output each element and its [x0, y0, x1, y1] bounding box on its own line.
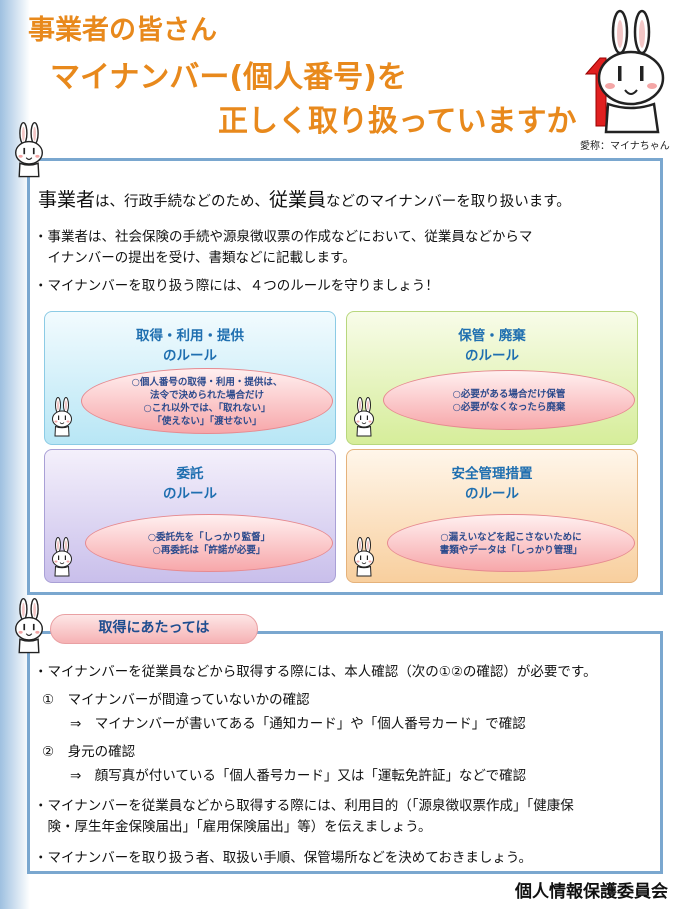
check-item-2: ② 身元の確認 — [42, 744, 136, 760]
mascot-small-icon — [47, 536, 77, 578]
acquisition-bullet-2: ・マイナンバーを従業員などから取得する際には、利用目的（「源泉徴収票作成」「健康… — [34, 798, 574, 835]
mascot-small-icon — [47, 396, 77, 438]
mascot-medium-icon — [8, 122, 50, 178]
rule-bubble: ○委託先を「しっかり監督」○再委託は「許諾が必要」 — [85, 514, 333, 572]
mascot-medium-icon — [8, 598, 50, 654]
acquisition-bullet-3: ・マイナンバーを取り扱う者、取扱い手順、保管場所などを決めておきましょう。 — [34, 850, 533, 866]
acquisition-tab: 取得にあたっては — [50, 614, 258, 644]
rule-card-acquisition: 取得・利用・提供のルール ○個人番号の取得・利用・提供は、法令で決められた場合だ… — [44, 311, 336, 445]
header-title-line1: マイナンバー(個人番号)を — [50, 60, 407, 95]
mascot-small-icon — [349, 536, 379, 578]
rule-bubble: ○必要がある場合だけ保管○必要がなくなったら廃棄 — [383, 370, 635, 430]
header-greeting: 事業者の皆さん — [28, 15, 217, 46]
mascot-small-icon — [349, 396, 379, 438]
intro-section: 事業者は、行政手続などのため、従業員などのマイナンバーを取り扱います。 ・事業者… — [27, 158, 663, 595]
acquisition-section: ・マイナンバーを従業員などから取得する際には、本人確認（次の①②の確認）が必要で… — [27, 631, 663, 874]
mascot-large-icon — [584, 9, 665, 134]
check-item-1: ① マイナンバーが間違っていないかの確認 — [42, 692, 310, 708]
intro-bullet-2: ・マイナンバーを取り扱う際には、４つのルールを守りましょう！ — [34, 278, 439, 294]
acquisition-bullet-1: ・マイナンバーを従業員などから取得する際には、本人確認（次の①②の確認）が必要で… — [34, 664, 597, 680]
rule-card-storage: 保管・廃棄のルール ○必要がある場合だけ保管○必要がなくなったら廃棄 — [346, 311, 638, 445]
intro-bullet-1: ・事業者は、社会保険の手続や源泉徴収票の作成などにおいて、従業員などからマ イナ… — [34, 229, 533, 266]
check-item-2-detail: ⇒ 顔写真が付いている「個人番号カード」又は「運転免許証」などで確認 — [70, 768, 527, 784]
rule-card-security: 安全管理措置のルール ○漏えいなどを起こさないために書類やデータは「しっかり管理… — [346, 449, 638, 583]
rule-bubble: ○漏えいなどを起こさないために書類やデータは「しっかり管理」 — [387, 514, 635, 572]
rule-bubble: ○個人番号の取得・利用・提供は、法令で決められた場合だけ○これ以外では、「取れな… — [81, 368, 333, 434]
header-title-line2: 正しく取り扱っていますか — [218, 104, 577, 139]
footer-organization: 個人情報保護委員会 — [515, 882, 668, 902]
intro-lead: 事業者は、行政手続などのため、従業員などのマイナンバーを取り扱います。 — [38, 189, 571, 211]
rule-card-outsourcing: 委託のルール ○委託先を「しっかり監督」○再委託は「許諾が必要」 — [44, 449, 336, 583]
check-item-1-detail: ⇒ マイナンバーが書いてある「通知カード」や「個人番号カード」で確認 — [70, 716, 526, 732]
mascot-caption: 愛称：マイナちゃん — [580, 141, 670, 152]
